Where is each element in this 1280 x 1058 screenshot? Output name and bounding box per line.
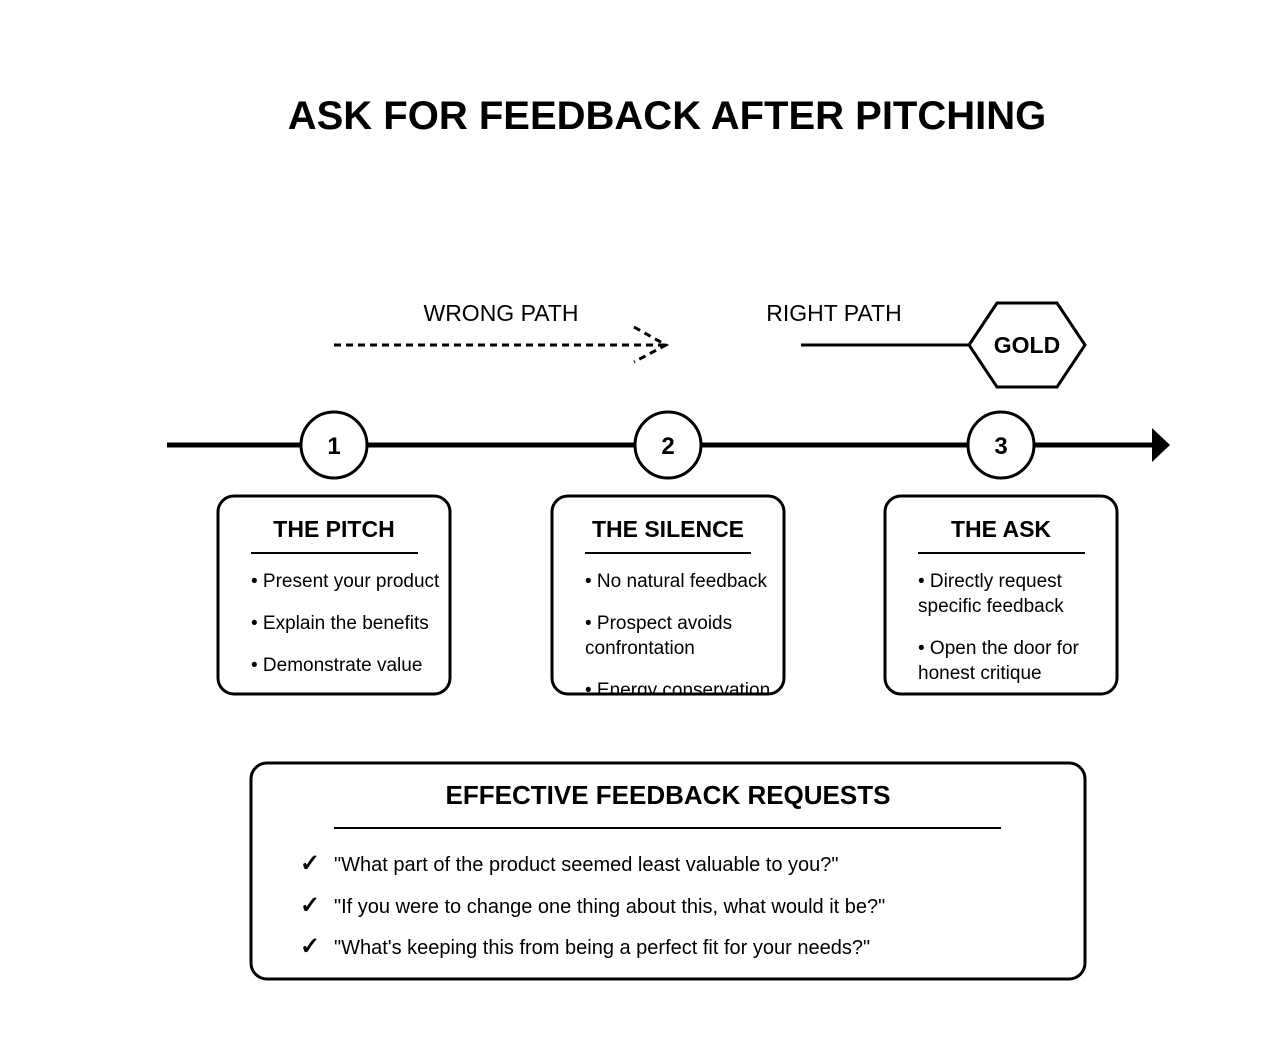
gold-hexagon: [967, 301, 1087, 389]
wrong-path-label: WRONG PATH: [423, 300, 578, 326]
request-item-2: "If you were to change one thing about t…: [334, 896, 885, 918]
step-3-title: THE ASK: [951, 516, 1051, 542]
check-icon: ✓: [300, 892, 320, 919]
check-icon: ✓: [300, 933, 320, 960]
step-2-bullet-3: • Energy conservation: [585, 680, 770, 701]
step-1-bullet-3: • Demonstrate value: [251, 655, 422, 676]
step-2: 2 THE SILENCE • No natural feedback • Pr…: [550, 410, 786, 701]
step-2-bullet-1: • No natural feedback: [585, 571, 767, 592]
step-3-marker: [966, 410, 1036, 480]
step-3: 3 THE ASK • Directly request specific fe…: [883, 410, 1119, 696]
step-1-number: 1: [327, 433, 340, 460]
step-3-bullet-1: • Directly request specific feedback: [918, 571, 1067, 617]
requests-panel-title: EFFECTIVE FEEDBACK REQUESTS: [446, 780, 891, 810]
request-item-3: "What's keeping this from being a perfec…: [334, 937, 870, 959]
right-path-label: RIGHT PATH: [766, 300, 901, 326]
requests-panel-box: [249, 761, 1087, 981]
step-3-number: 3: [994, 433, 1007, 460]
step-2-title: THE SILENCE: [592, 516, 744, 542]
page-title: ASK FOR FEEDBACK AFTER PITCHING: [288, 94, 1047, 138]
step-2-marker: [633, 410, 703, 480]
wrong-path: WRONG PATH: [334, 300, 670, 364]
wrong-path-arrowhead: [633, 325, 670, 364]
step-1: 1 THE PITCH • Present your product • Exp…: [216, 410, 452, 696]
timeline-arrowhead: [1152, 428, 1170, 462]
step-1-title: THE PITCH: [273, 516, 394, 542]
check-icon: ✓: [300, 850, 320, 877]
gold-label: GOLD: [994, 332, 1060, 358]
step-1-marker: [299, 410, 369, 480]
right-path: RIGHT PATH GOLD: [766, 300, 1087, 389]
step-1-bullet-2: • Explain the benefits: [251, 613, 429, 634]
request-item-1: "What part of the product seemed least v…: [334, 854, 839, 876]
step-1-card: [216, 494, 452, 696]
step-3-card: [883, 494, 1119, 696]
requests-panel: EFFECTIVE FEEDBACK REQUESTS ✓ "What part…: [249, 761, 1087, 981]
step-2-bullet-2: • Prospect avoids confrontation: [585, 613, 737, 659]
step-2-number: 2: [661, 433, 674, 460]
step-3-bullet-2: • Open the door for honest critique: [918, 638, 1084, 684]
step-1-bullet-1: • Present your product: [251, 571, 440, 592]
step-2-card: [550, 494, 786, 696]
